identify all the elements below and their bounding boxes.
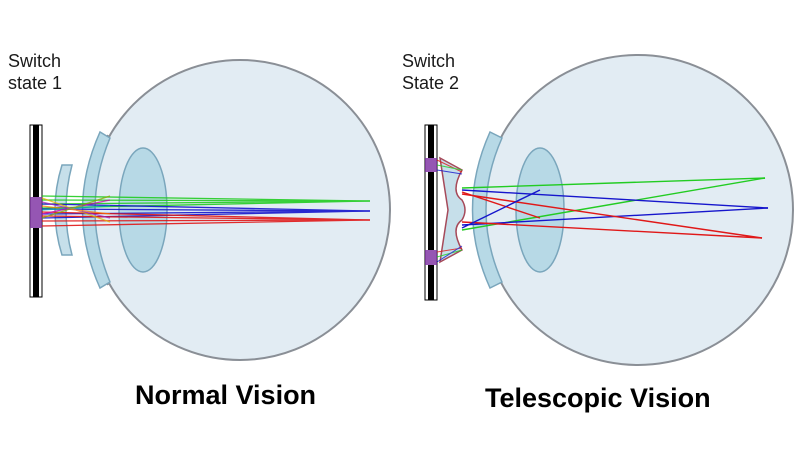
- normal-vision-panel: [29, 59, 391, 361]
- ray-bundle-right: [461, 177, 769, 239]
- crystalline-lens-right: [515, 147, 565, 273]
- caption-telescopic-vision: Telescopic Vision: [485, 383, 711, 413]
- ray-fan-right: [436, 159, 463, 263]
- switch-label-left-line1: Switch: [8, 51, 62, 71]
- switch-label-left: Switch state 1: [8, 50, 62, 94]
- switch-label-right: Switch State 2: [402, 50, 459, 94]
- telescopic-vision-panel: [424, 54, 794, 366]
- switch-label-right-line1: Switch: [402, 51, 456, 71]
- contact-lens-right: [471, 130, 503, 290]
- caption-normal-vision: Normal Vision: [135, 380, 317, 410]
- contact-lens-left: [81, 130, 111, 290]
- aperture-switch-right: [424, 124, 438, 301]
- switch-label-right-line2: State 2: [402, 73, 460, 93]
- aperture-switch-left: [29, 124, 43, 298]
- switch-label-left-line2: state 1: [8, 73, 63, 93]
- telescopic-optic-right: [439, 156, 466, 264]
- ray-bundle-left: [41, 195, 371, 227]
